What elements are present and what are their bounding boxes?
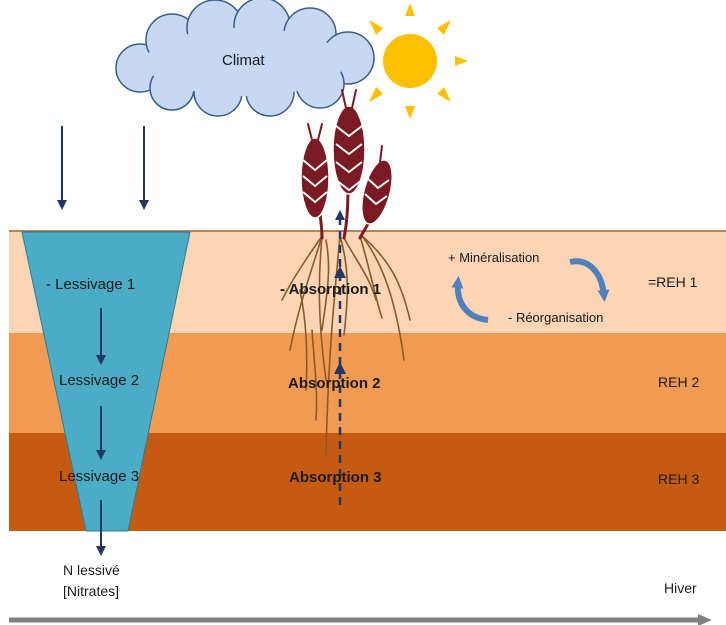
wheat-icon bbox=[301, 90, 398, 238]
reorganisation-label: - Réorganisation bbox=[508, 310, 603, 325]
leaching-label-2: Lessivage 2 bbox=[59, 372, 139, 389]
climate-label: Climat bbox=[222, 52, 265, 69]
absorption-label-3: Absorption 3 bbox=[289, 469, 382, 486]
absorption-label-2: Absorption 2 bbox=[288, 375, 381, 392]
season-label: Hiver bbox=[664, 580, 697, 596]
reh-label-1: =REH 1 bbox=[648, 274, 697, 290]
absorption-label-1: - Absorption 1 bbox=[280, 281, 381, 298]
leaching-label-3: Lessivage 3 bbox=[59, 468, 139, 485]
leaching-label-1: - Lessivage 1 bbox=[46, 276, 135, 293]
nitrates-label: [Nitrates] bbox=[63, 583, 119, 599]
reh-label-2: REH 2 bbox=[658, 374, 699, 390]
reh-label-3: REH 3 bbox=[658, 471, 699, 487]
mineralisation-label: + Minéralisation bbox=[448, 250, 539, 265]
sun-icon bbox=[369, 3, 468, 119]
n-leached-label: N lessivé bbox=[63, 562, 120, 578]
